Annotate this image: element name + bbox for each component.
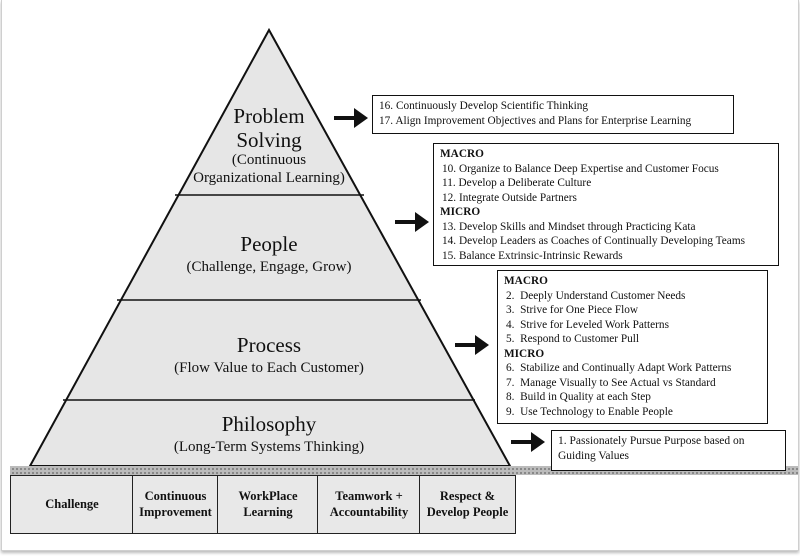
level-subtitle: (Continuous (231, 152, 307, 169)
principle-item: 5. Respond to Customer Pull (506, 333, 640, 345)
level-process: Process (Flow Value to Each Customer) (99, 333, 439, 377)
level-title: Process (236, 333, 302, 357)
principle-item: 9. Use Technology to Enable People (506, 405, 673, 418)
problem-solving-box: 16. Continuously Develop Scientific Thin… (372, 95, 734, 134)
macro-label: MACRO (504, 275, 548, 287)
principle-item: 14. Develop Leaders as Coaches of Contin… (442, 235, 745, 247)
principle-item: 3. Strive for One Piece Flow (506, 304, 639, 316)
level-people: People (Challenge, Engage, Grow) (119, 232, 419, 276)
micro-label: MICRO (504, 347, 545, 360)
philosophy-box: 1. Passionately Pursue Purpose based on … (551, 430, 786, 471)
micro-label: MICRO (440, 206, 481, 218)
principle-item: 16. Continuously Develop Scientific Thin… (379, 100, 589, 112)
principle-item: 8. Build in Quality at each Step (506, 391, 651, 403)
macro-label: MACRO (440, 148, 484, 160)
level-subtitle: (Flow Value to Each Customer) (174, 360, 364, 377)
foundation-challenge: Challenge (10, 475, 134, 534)
foundation-workplace-learning: WorkPlace Learning (217, 475, 319, 534)
foundation-respect: Respect & Develop People (419, 475, 516, 534)
level-subtitle: Organizational Learning) (193, 169, 345, 186)
foundation-continuous-improvement: Continuous Improvement (132, 475, 219, 534)
principle-item: 4. Strive for Leveled Work Patterns (506, 318, 669, 331)
principle-item: 2. Deeply Understand Customer Needs (506, 289, 686, 302)
level-subtitle: (Challenge, Engage, Grow) (186, 259, 352, 276)
level-title: Problem (233, 104, 305, 128)
level-philosophy: Philosophy (Long-Term Systems Thinking) (69, 412, 469, 456)
principle-item: 17. Align Improvement Objectives and Pla… (379, 114, 692, 127)
level-title: People (240, 232, 298, 256)
level-problem-solving: Problem Solving (Continuous Organization… (169, 104, 369, 187)
principle-item: 11. Develop a Deliberate Culture (442, 177, 592, 189)
arrow-icon (334, 108, 545, 452)
process-box: MACRO 2. Deeply Understand Customer Need… (497, 270, 768, 424)
principle-item: 10. Organize to Balance Deep Expertise a… (442, 162, 719, 175)
principle-item: 12. Integrate Outside Partners (442, 191, 577, 204)
principle-item: 6. Stabilize and Continually Adapt Work … (506, 362, 732, 374)
level-subtitle: (Long-Term Systems Thinking) (173, 439, 365, 456)
people-box: MACRO 10. Organize to Balance Deep Exper… (433, 143, 779, 266)
level-title: Philosophy (221, 412, 317, 436)
level-title: Solving (236, 128, 302, 153)
foundation-band (10, 466, 798, 475)
foundation-teamwork: Teamwork + Accountability (317, 475, 421, 534)
principle-item: 7. Manage Visually to See Actual vs Stan… (506, 376, 716, 389)
principle-item: 1. Passionately Pursue Purpose based on … (558, 435, 745, 462)
principle-item: 15. Balance Extrinsic-Intrinsic Rewards (442, 249, 623, 262)
principle-item: 13. Develop Skills and Mindset through P… (442, 220, 696, 233)
